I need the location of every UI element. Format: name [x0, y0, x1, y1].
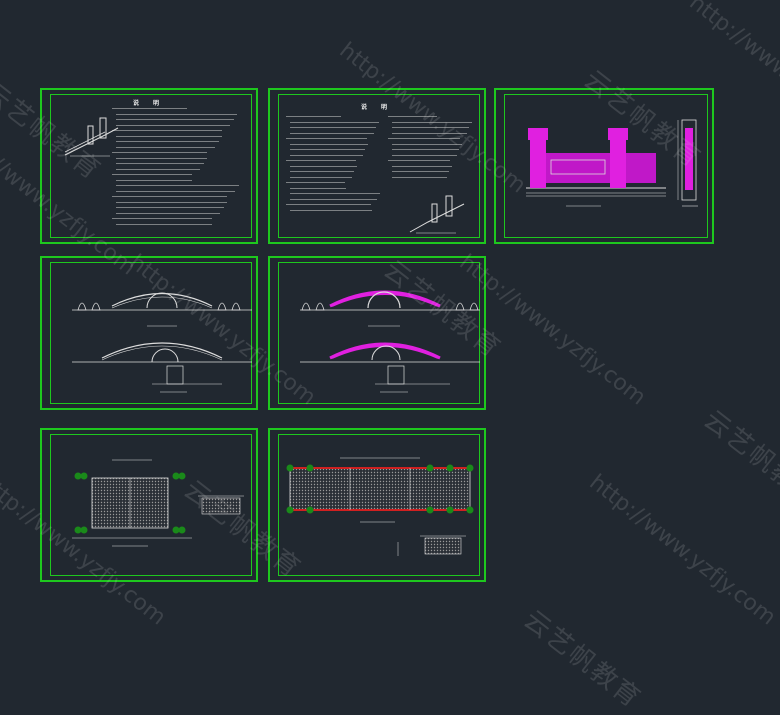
note-line — [112, 152, 207, 153]
note-line — [116, 212, 220, 214]
sheet-notes-1[interactable]: 说 明 — [40, 88, 258, 244]
sheet-title: 说 明 — [132, 100, 166, 107]
note-line — [112, 130, 222, 131]
note-line — [116, 146, 215, 148]
tree-symbol — [301, 302, 311, 311]
note-line — [112, 196, 227, 197]
note-line — [116, 141, 219, 142]
note-line — [290, 132, 374, 134]
tree-symbol — [217, 302, 227, 311]
bridge-plan-markers-drawing — [286, 457, 474, 556]
note-line — [116, 124, 230, 126]
notes-text-col-left — [286, 116, 382, 216]
note-line — [112, 108, 187, 109]
note-line — [392, 127, 470, 128]
note-line — [116, 190, 235, 192]
note-line — [116, 163, 204, 164]
note-line — [286, 160, 356, 161]
shrub-marker — [446, 464, 454, 472]
shrub-marker — [466, 464, 474, 472]
bridge-plan-drawing — [72, 459, 244, 547]
note-line — [290, 209, 372, 211]
sheet-inner-frame — [278, 262, 480, 404]
note-line — [290, 165, 358, 167]
notes-text-block — [112, 108, 242, 228]
bridge-elevation-drawing — [72, 292, 252, 393]
sheet-bridge-elevation-2[interactable] — [268, 256, 486, 410]
note-line — [286, 116, 342, 117]
sheet-inner-frame — [50, 434, 252, 576]
note-line — [290, 198, 378, 200]
watermark-brand: 云艺帆教育 — [697, 404, 780, 515]
note-line — [290, 121, 380, 123]
shrub-marker — [466, 506, 474, 514]
note-line — [112, 218, 212, 219]
tree-symbol — [231, 302, 241, 311]
note-line — [116, 179, 193, 181]
sheet-title: 说 明 — [360, 104, 394, 111]
sheet-inner-frame — [278, 434, 480, 576]
tree-symbol — [469, 302, 479, 311]
note-line — [290, 187, 347, 189]
sheet-inner-frame — [50, 262, 252, 404]
note-line — [286, 138, 367, 139]
note-line — [116, 201, 228, 203]
shrub-marker — [426, 464, 434, 472]
note-line — [116, 168, 200, 170]
watermark-url: http://www.yzfjy.com — [584, 470, 780, 631]
note-line — [116, 135, 223, 137]
note-line — [286, 204, 371, 205]
tree-symbol — [91, 302, 101, 311]
note-line — [392, 165, 452, 167]
note-line — [392, 132, 467, 134]
note-line — [116, 207, 224, 208]
sheet-bridge-plan-1[interactable] — [40, 428, 258, 582]
note-line — [290, 149, 366, 150]
sheet-bridge-plan-2[interactable] — [268, 428, 486, 582]
sheet-bridge-elevation-1[interactable] — [40, 256, 258, 410]
note-line — [392, 154, 457, 156]
note-line — [388, 138, 461, 139]
tree-symbol — [77, 302, 87, 311]
railing-detail-sketch — [409, 195, 465, 234]
shrub-marker — [446, 506, 454, 514]
note-line — [112, 174, 192, 175]
railing-elevation-drawing — [526, 119, 698, 207]
note-line — [116, 223, 213, 225]
note-line — [290, 193, 381, 194]
notes-text-col-right — [388, 116, 474, 186]
bridge-elevation-highlight-drawing — [300, 290, 480, 393]
note-line — [116, 185, 239, 186]
shrub-marker — [426, 506, 434, 514]
shrub-marker — [286, 506, 294, 514]
railing-detail-sketch — [64, 117, 119, 157]
note-line — [116, 157, 208, 159]
note-line — [116, 119, 234, 120]
note-line — [392, 149, 460, 150]
note-line — [290, 154, 363, 156]
sheet-inner-frame — [278, 94, 480, 238]
note-line — [392, 143, 462, 145]
tree-symbol — [455, 302, 465, 311]
sheet-railing-elevation[interactable] — [494, 88, 714, 244]
note-line — [290, 176, 352, 178]
note-line — [116, 113, 238, 115]
note-line — [392, 171, 450, 172]
note-line — [286, 182, 345, 183]
note-line — [290, 143, 369, 145]
note-line — [392, 121, 472, 123]
sheet-inner-frame — [50, 94, 252, 238]
sheet-inner-frame — [504, 94, 708, 238]
note-line — [392, 176, 447, 178]
sheet-notes-2[interactable]: 说 明 — [268, 88, 486, 244]
note-line — [388, 116, 438, 117]
note-line — [290, 171, 355, 172]
shrub-marker — [306, 506, 314, 514]
shrub-marker — [306, 464, 314, 472]
note-line — [388, 160, 451, 161]
tree-symbol — [315, 302, 325, 311]
shrub-marker — [286, 464, 294, 472]
note-line — [290, 127, 377, 128]
